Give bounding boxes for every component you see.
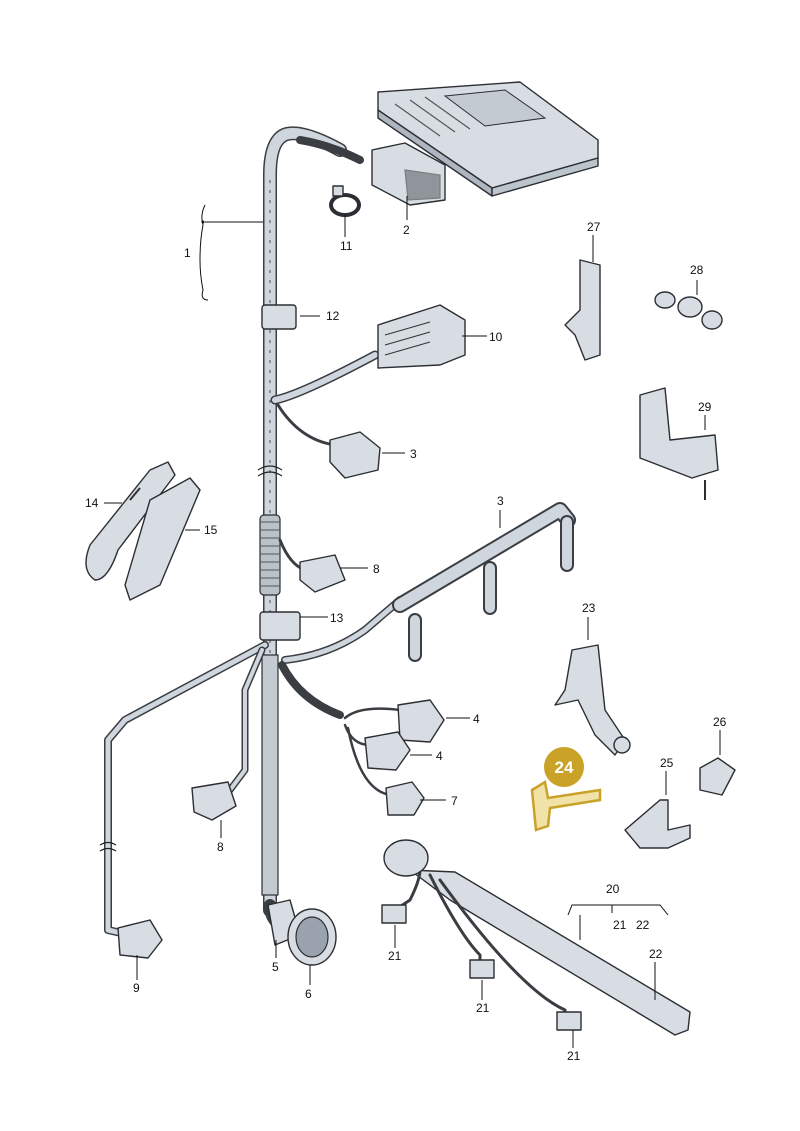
guard-14 <box>85 461 176 581</box>
callout-27: 27 <box>587 220 601 234</box>
callout-7: 7 <box>451 794 458 808</box>
connector-2 <box>371 142 446 206</box>
callout-22-right: 22 <box>649 947 663 961</box>
callout-21-middle: 21 <box>476 1001 490 1015</box>
callout-29: 29 <box>698 400 712 414</box>
callout-3-rail: 3 <box>497 494 504 508</box>
holder-12 <box>261 304 297 330</box>
leader-lines <box>104 196 721 1048</box>
callout-4-upper: 4 <box>473 712 480 726</box>
connector-4-upper <box>397 699 445 743</box>
callout-25: 25 <box>660 756 674 770</box>
callout-28: 28 <box>690 263 704 277</box>
callout-15: 15 <box>204 523 218 537</box>
connector-8-upper <box>299 554 346 593</box>
callout-21-bottom: 21 <box>567 1049 581 1063</box>
callout-5: 5 <box>272 960 279 974</box>
callout-24-highlight: 24 <box>555 758 574 777</box>
clip-28 <box>654 291 723 330</box>
connector-9 <box>117 919 163 959</box>
callout-22-group: 22 <box>636 918 650 932</box>
bracket-24-highlighted <box>530 747 602 832</box>
bracket-25 <box>624 799 691 849</box>
callout-12: 12 <box>326 309 340 323</box>
connector-8-lower <box>191 781 237 821</box>
callout-11: 11 <box>340 239 353 253</box>
holder-13 <box>259 611 301 641</box>
callout-4-lower: 4 <box>436 749 443 763</box>
callout-20: 20 <box>606 882 620 896</box>
callout-8-upper: 8 <box>373 562 380 576</box>
callout-23: 23 <box>582 601 596 615</box>
injector-rail-3 <box>392 502 576 662</box>
callout-26: 26 <box>713 715 727 729</box>
clip-11 <box>329 185 361 217</box>
bracket-27 <box>564 259 601 361</box>
callout-10: 10 <box>489 330 503 344</box>
connector-3-upper <box>329 431 381 479</box>
callout-21-left: 21 <box>388 949 402 963</box>
callout-13: 13 <box>330 611 344 625</box>
sensor-harness-20 <box>381 839 691 1036</box>
bracket-26 <box>699 757 736 796</box>
callout-3-upper: 3 <box>410 447 417 461</box>
control-unit <box>377 81 599 197</box>
callout-2: 2 <box>403 223 410 237</box>
callout-8-lower: 8 <box>217 840 224 854</box>
guard-15 <box>124 477 201 601</box>
connector-4-lower <box>364 731 411 771</box>
callout-14: 14 <box>85 496 99 510</box>
connector-7 <box>385 781 425 816</box>
round-connector-6 <box>267 899 337 966</box>
callout-9: 9 <box>133 981 140 995</box>
callout-21-group: 21 <box>613 918 627 932</box>
main-harness <box>257 126 347 917</box>
bracket-29 <box>639 387 719 500</box>
callout-6: 6 <box>305 987 312 1001</box>
bracket-23 <box>554 644 631 756</box>
callout-1: 1 <box>184 246 191 260</box>
connector-10 <box>377 304 466 369</box>
